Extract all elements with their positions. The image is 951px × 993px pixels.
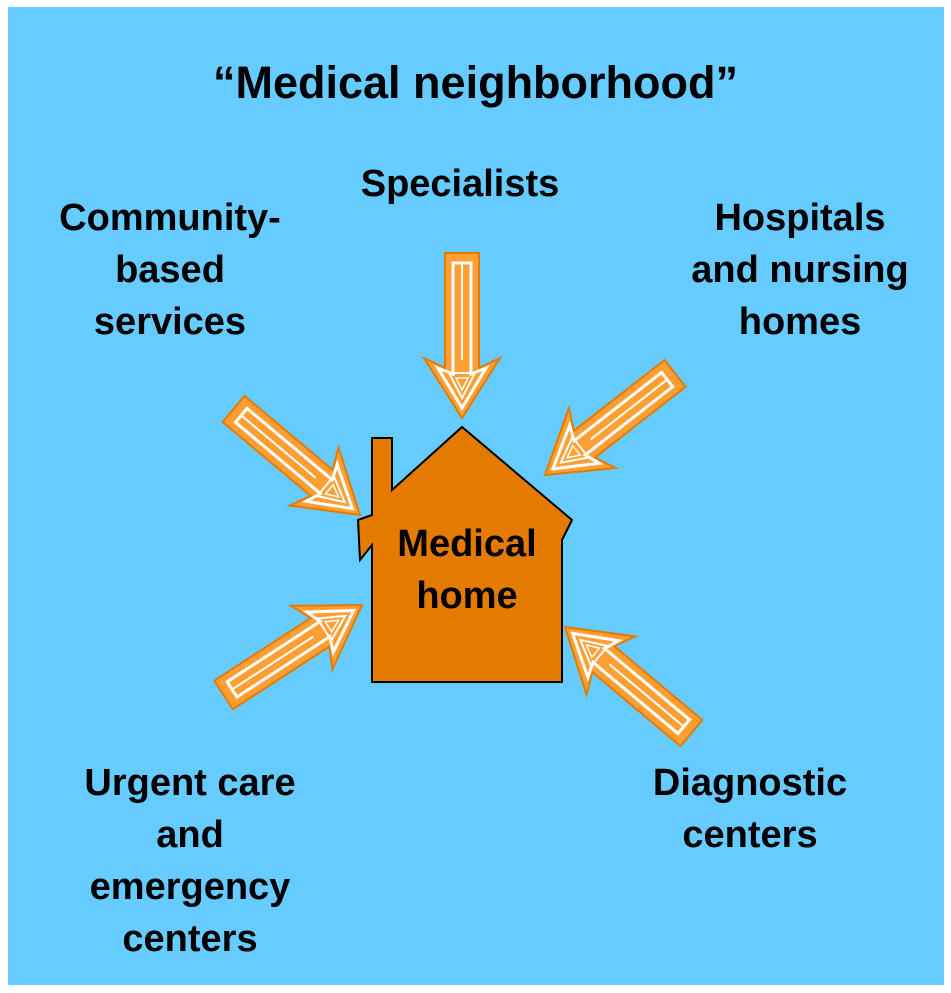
node-diagnostic-line-2: centers — [682, 814, 818, 856]
arrow-urgent — [201, 571, 385, 729]
node-center-line-1: Medical — [397, 523, 537, 565]
diagram-title: “Medical neighborhood” — [213, 57, 738, 108]
node-community-line-1: Community- — [59, 197, 281, 239]
node-hospitals-line-3: homes — [738, 301, 862, 343]
arrow-hospitals — [520, 341, 700, 507]
node-specialists: Specialists — [340, 158, 580, 210]
node-specialists-line-1: Specialists — [360, 163, 560, 205]
arrow-diagnostic — [539, 596, 718, 764]
node-community: Community- based services — [20, 192, 320, 348]
node-urgent-line-2: and — [156, 814, 224, 856]
node-diagnostic-line-1: Diagnostic — [652, 762, 848, 804]
node-community-line-3: services — [93, 301, 247, 343]
house-shape — [356, 425, 574, 683]
node-urgent-line-4: centers — [122, 918, 258, 960]
node-hospitals: Hospitals and nursing homes — [660, 192, 940, 348]
node-urgent: Urgent care and emergency centers — [40, 757, 340, 965]
node-urgent-line-1: Urgent care — [84, 762, 296, 804]
node-hospitals-line-1: Hospitals — [714, 197, 886, 239]
node-center: Medical home — [372, 518, 562, 622]
node-hospitals-line-2: and nursing — [691, 249, 909, 291]
node-urgent-line-3: emergency — [89, 866, 291, 908]
node-diagnostic: Diagnostic centers — [610, 757, 890, 861]
arrow-specialists — [422, 251, 502, 420]
node-center-line-2: home — [416, 575, 518, 617]
node-community-line-2: based — [115, 249, 225, 291]
